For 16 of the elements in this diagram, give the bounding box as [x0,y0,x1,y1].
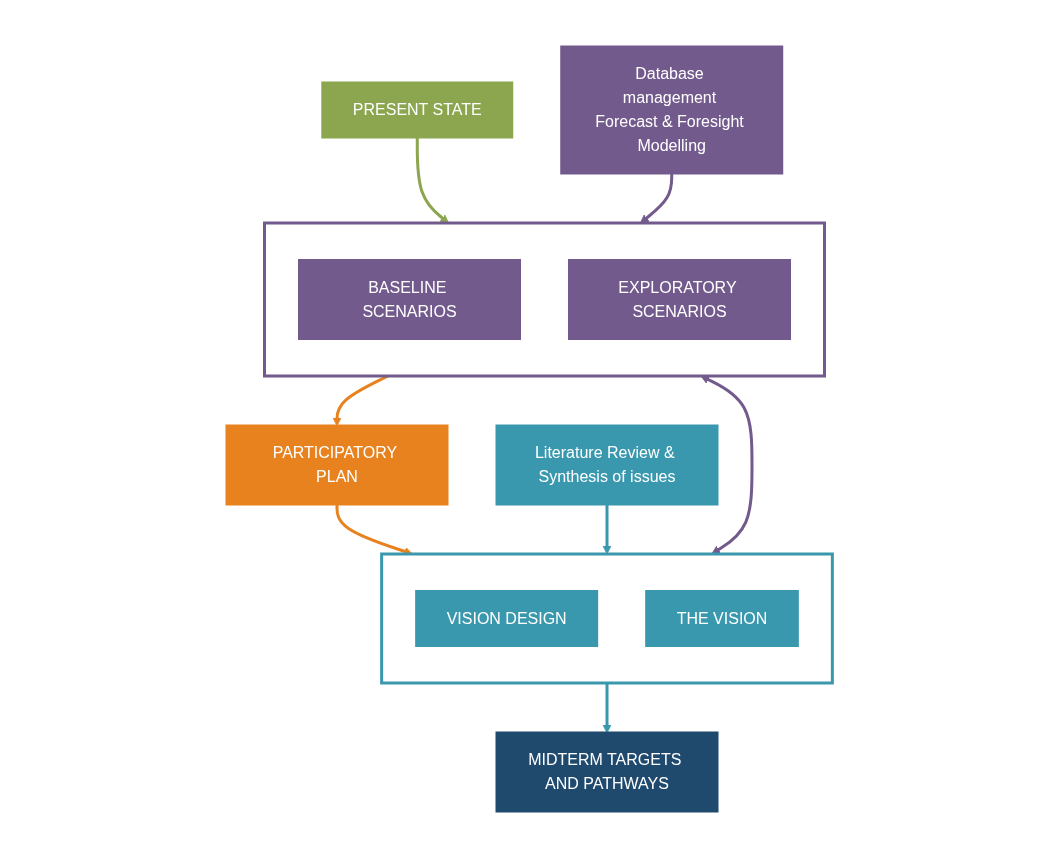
node-box: Database management Forecast & Foresight Modelling [560,45,784,174]
node-box: Literature Review & Synthesis of issues [495,424,719,505]
arrow [700,375,754,554]
arrow [602,503,612,554]
node-box: VISION DESIGN [415,589,599,647]
cluster [263,221,827,377]
node-box: BASELINE SCENARIOS [298,258,522,340]
node-box: THE VISION [645,589,800,647]
arrow [602,682,612,733]
node-box: EXPLORATORY SCENARIOS [568,258,792,340]
cluster [380,552,835,684]
node-box: MIDTERM TARGETS AND PATHWAYS [495,731,719,812]
node-box: PRESENT STATE [321,81,514,138]
node-box: PARTICIPATORY PLAN [225,424,449,505]
arrow [416,136,450,223]
arrow [640,172,674,223]
